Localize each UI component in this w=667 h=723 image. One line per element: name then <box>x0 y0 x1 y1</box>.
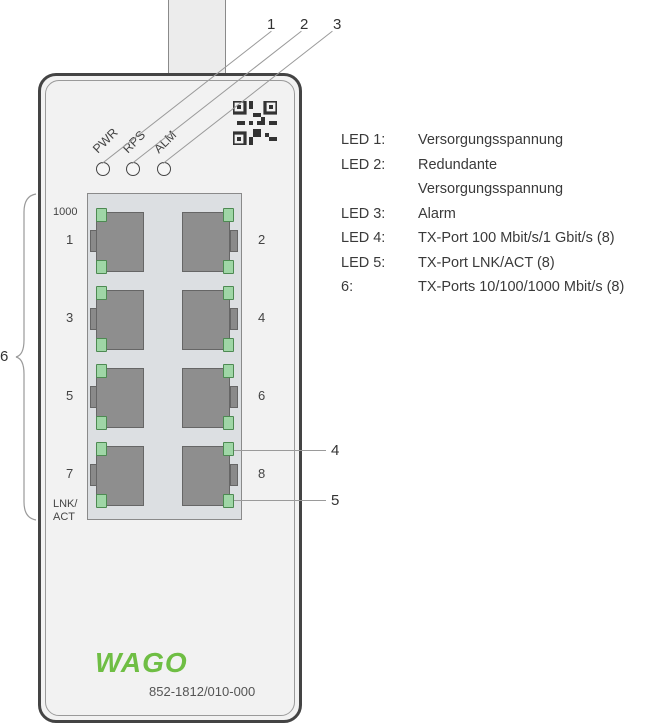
led-lnk-port-7 <box>96 494 107 508</box>
callout-4: 4 <box>331 442 340 459</box>
model-number: 852-1812/010-000 <box>149 684 256 699</box>
legend-row: 6:TX-Ports 10/100/1000 Mbit/s (8) <box>341 279 625 295</box>
led-lnk-port-5 <box>96 416 107 430</box>
label-act: ACT <box>53 511 75 523</box>
leader-line-5 <box>234 500 326 501</box>
led-1000-port-5 <box>96 364 107 378</box>
led-pwr <box>96 162 110 176</box>
rj45-port-7 <box>90 442 148 508</box>
qr-code-icon <box>233 101 277 145</box>
port-number-8: 8 <box>258 466 266 481</box>
din-rail-clip <box>168 0 226 76</box>
led-1000-port-6 <box>223 364 234 378</box>
led-lnk-port-2 <box>223 260 234 274</box>
callout-2: 2 <box>300 16 309 33</box>
legend-row: Versorgungsspannung <box>418 181 564 197</box>
led-lnk-port-1 <box>96 260 107 274</box>
legend-row: LED 2:Redundante <box>341 156 498 173</box>
callout-1: 1 <box>267 16 276 33</box>
legend: LED 1:Versorgungsspannung LED 2:Redundan… <box>341 128 624 300</box>
led-lnk-port-3 <box>96 338 107 352</box>
label-lnk: LNK/ <box>53 498 78 510</box>
rj45-port-2 <box>182 208 240 274</box>
led-1000-port-7 <box>96 442 107 456</box>
led-lnk-port-8 <box>223 494 234 508</box>
port-number-4: 4 <box>258 310 266 325</box>
led-1000-port-8 <box>223 442 234 456</box>
led-rps <box>126 162 140 176</box>
rj45-port-4 <box>182 286 240 352</box>
port-number-5: 5 <box>66 388 74 403</box>
wago-logo: WAGO <box>95 647 188 678</box>
legend-row: LED 4:TX-Port 100 Mbit/s/1 Gbit/s (8) <box>341 230 615 246</box>
port-number-1: 1 <box>66 232 74 247</box>
port-number-3: 3 <box>66 310 74 325</box>
brace-icon <box>15 193 37 521</box>
led-alm <box>157 162 171 176</box>
rj45-port-6 <box>182 364 240 430</box>
housing-inner-border <box>45 80 295 716</box>
led-lnk-port-6 <box>223 416 234 430</box>
callout-5: 5 <box>331 492 340 509</box>
led-1000-port-2 <box>223 208 234 222</box>
legend-row: LED 1:Versorgungsspannung <box>341 132 564 148</box>
port-number-7: 7 <box>66 466 74 481</box>
legend-row: LED 5:TX-Port LNK/ACT (8) <box>341 254 555 271</box>
rj45-port-8 <box>182 442 240 508</box>
leader-line-4 <box>234 450 326 451</box>
rj45-port-1 <box>90 208 148 274</box>
port-number-2: 2 <box>258 232 266 247</box>
label-1000: 1000 <box>53 206 78 218</box>
led-lnk-port-4 <box>223 338 234 352</box>
legend-row: LED 3:Alarm <box>341 205 456 222</box>
rj45-port-5 <box>90 364 148 430</box>
led-1000-port-1 <box>96 208 107 222</box>
callout-6: 6 <box>0 348 9 365</box>
rj45-port-3 <box>90 286 148 352</box>
callout-3: 3 <box>333 16 342 33</box>
led-1000-port-3 <box>96 286 107 300</box>
port-number-6: 6 <box>258 388 266 403</box>
led-1000-port-4 <box>223 286 234 300</box>
